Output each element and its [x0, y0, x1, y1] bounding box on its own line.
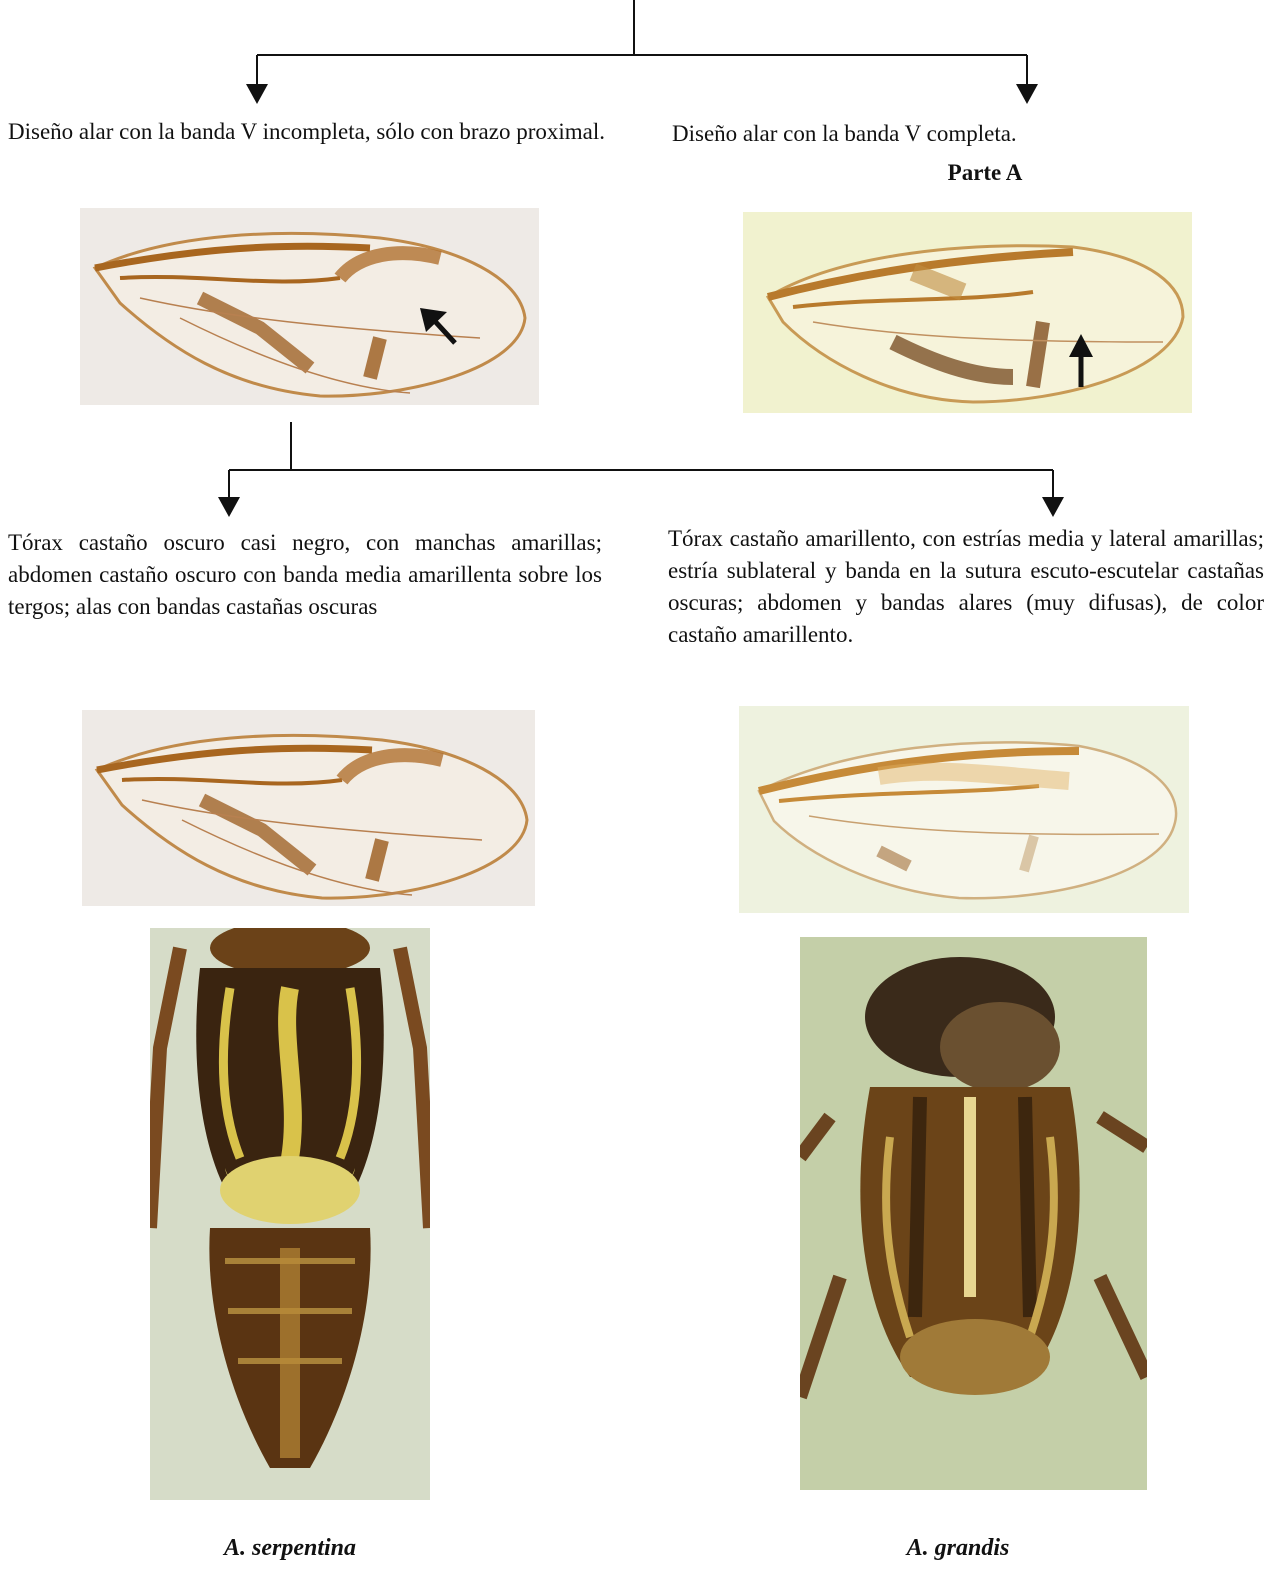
couplet-text-yellow-thorax: Tórax castaño amarillento, con estrías m… — [668, 523, 1264, 651]
couplet-text-incomplete-band: Diseño alar con la banda V incompleta, s… — [8, 116, 608, 148]
arrow-down-icon — [1042, 497, 1064, 517]
species-name-serpentina: A. serpentina — [140, 1535, 440, 1562]
body-image-serpentina — [150, 928, 430, 1500]
couplet-text-dark-thorax: Tórax castaño oscuro casi negro, con man… — [8, 527, 602, 623]
couplet-text-complete-band: Diseño alar con la banda V completa. — [672, 118, 1272, 150]
wing-image-incomplete-band — [80, 208, 539, 405]
arrow-down-icon — [1016, 84, 1038, 104]
wing-image-grandis — [739, 706, 1189, 913]
parte-a-label: Parte A — [835, 160, 1135, 186]
arrow-down-icon — [246, 84, 268, 104]
wing-image-serpentina — [82, 710, 535, 906]
body-image-grandis — [800, 937, 1147, 1490]
species-name-grandis: A. grandis — [808, 1535, 1108, 1562]
wing-image-complete-band — [743, 212, 1192, 413]
arrow-down-icon — [218, 497, 240, 517]
